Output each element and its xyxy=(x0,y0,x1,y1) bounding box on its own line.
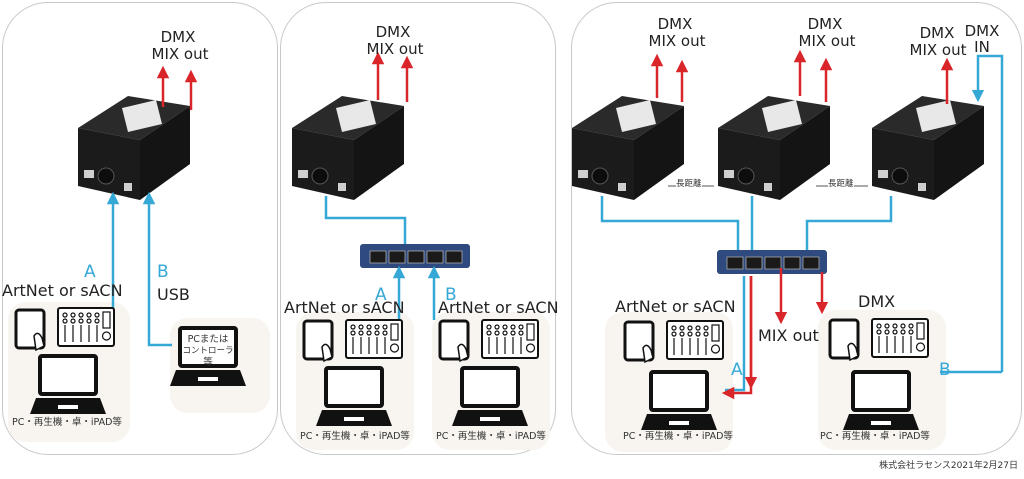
input-letter-a: A xyxy=(731,360,743,380)
distance-label: 長距離 xyxy=(828,179,854,189)
dmx-interface-box-icon xyxy=(77,95,191,201)
lighting-console-icon xyxy=(481,319,539,359)
output-label: DMX xyxy=(919,24,955,42)
laptop-icon xyxy=(314,366,394,428)
tablet-touch-icon xyxy=(302,319,334,363)
input-letter-b: B xyxy=(445,285,457,305)
switch-mix-out-label: MIX out xyxy=(758,326,819,345)
protocol-label: ArtNet or sACN xyxy=(2,281,123,300)
lighting-console-icon xyxy=(57,307,115,347)
footer-credit: 株式会社ラセンス2021年2月27日 xyxy=(879,461,1018,471)
laptop-screen-text: PCまたは xyxy=(187,334,229,345)
lighting-console-icon xyxy=(871,318,929,358)
input-b-link xyxy=(142,191,172,347)
laptop-screen-text: コントローラ xyxy=(182,346,234,356)
network-switch-icon xyxy=(359,243,471,269)
devices-caption: PC・再生機・卓・iPAD等 xyxy=(820,431,930,442)
output-label: MIX out xyxy=(366,40,424,58)
output-label: MIX out xyxy=(798,32,856,50)
dmx-interface-box-icon xyxy=(717,95,831,201)
tablet-touch-icon xyxy=(438,319,470,363)
input-letter-b: B xyxy=(939,360,951,380)
output-label: DMX xyxy=(160,28,196,46)
output-label: DMX xyxy=(807,15,843,33)
switch-uplink xyxy=(600,196,740,254)
input-letter-b: B xyxy=(157,262,169,282)
input-label: DMX xyxy=(964,22,1000,40)
output-label: MIX out xyxy=(648,32,706,50)
laptop-icon xyxy=(450,366,530,428)
protocol-label: DMX xyxy=(858,292,896,311)
dmx-interface-box-icon xyxy=(871,95,985,201)
laptop-icon xyxy=(28,354,108,416)
output-label: DMX xyxy=(375,23,411,41)
devices-caption: PC・再生機・卓・iPAD等 xyxy=(300,431,410,442)
input-label: IN xyxy=(974,38,990,56)
input-letter-a: A xyxy=(375,285,387,305)
output-label: MIX out xyxy=(151,45,209,63)
tablet-touch-icon xyxy=(828,318,860,362)
dmx-interface-box-icon xyxy=(291,95,405,201)
protocol-label: USB xyxy=(157,285,190,304)
dmx-interface-box-icon xyxy=(571,95,685,201)
output-label: MIX out xyxy=(909,41,967,59)
tablet-touch-icon xyxy=(623,320,655,364)
protocol-label: ArtNet or sACN xyxy=(615,297,736,316)
devices-caption: PC・再生機・卓・iPAD等 xyxy=(436,431,546,442)
input-letter-a: A xyxy=(84,262,96,282)
distance-label: 長距離 xyxy=(676,179,702,189)
lighting-console-icon xyxy=(345,319,403,359)
switch-uplink xyxy=(324,196,407,244)
protocol-label: ArtNet or sACN xyxy=(284,298,405,317)
laptop-icon xyxy=(639,370,719,432)
laptop-screen-text: 等 xyxy=(203,357,213,368)
network-switch-icon xyxy=(716,249,828,275)
lighting-console-icon xyxy=(666,320,724,360)
devices-caption: PC・再生機・卓・iPAD等 xyxy=(12,417,122,428)
tablet-touch-icon xyxy=(14,308,46,352)
dmx-in-link xyxy=(971,54,1004,372)
output-label: DMX xyxy=(657,15,693,33)
switch-uplink xyxy=(805,196,893,254)
devices-caption: PC・再生機・卓・iPAD等 xyxy=(623,431,733,442)
laptop-icon xyxy=(841,370,921,432)
protocol-label: ArtNet or sACN xyxy=(438,298,559,317)
